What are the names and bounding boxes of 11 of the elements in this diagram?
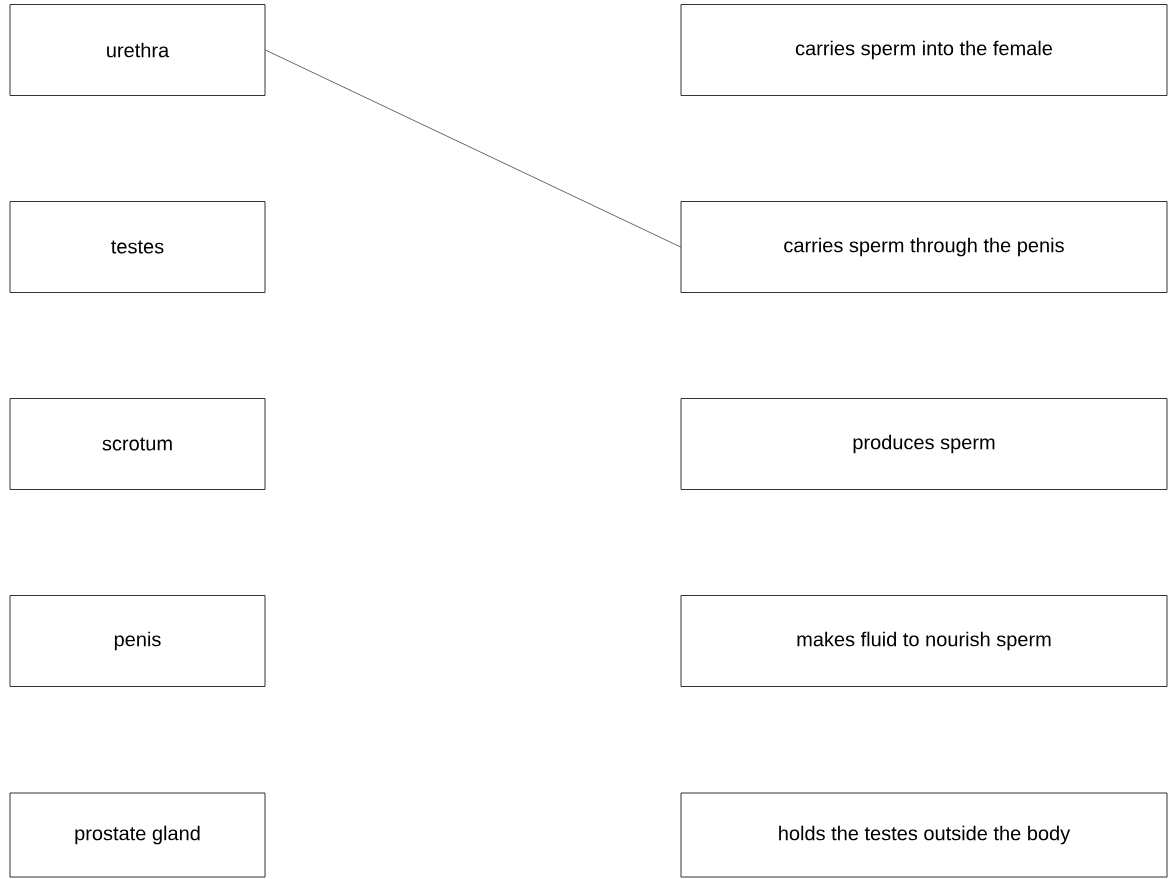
matching-line (265, 49, 681, 248)
label-box: penis (9, 595, 266, 687)
label-box: scrotum (9, 398, 266, 490)
label-box: holds the testes outside the body (680, 792, 1168, 878)
label-box: urethra (9, 4, 266, 96)
label-box: carries sperm through the penis (680, 201, 1168, 293)
label-box: prostate gland (9, 792, 266, 878)
label-box: carries sperm into the female (680, 4, 1168, 96)
label-box: produces sperm (680, 398, 1168, 490)
label-box: testes (9, 201, 266, 293)
label-box: makes fluid to nourish sperm (680, 595, 1168, 687)
